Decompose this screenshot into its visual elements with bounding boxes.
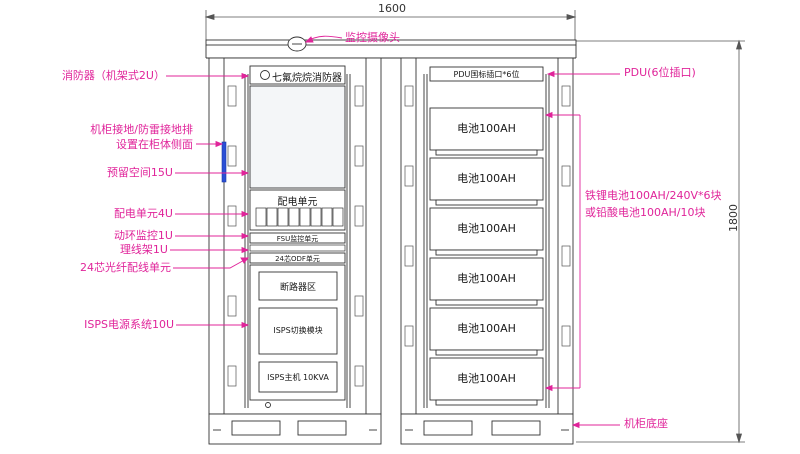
grounding-bar — [221, 141, 227, 183]
battery-2-text: 电池100AH — [457, 172, 516, 185]
camera-icon — [287, 36, 307, 52]
pdu-strip-text: PDU国标插口*6位 — [453, 70, 520, 79]
battery-3-text: 电池100AH — [457, 222, 516, 235]
extinguisher-text: 七氟烷烷消防器 — [272, 73, 342, 84]
label-monitor: 动环监控1U — [113, 229, 173, 242]
label-battery-1: 铁锂电池100AH/240V*6块 — [585, 189, 722, 202]
ips-host-text: ISPS主机 10KVA — [267, 373, 329, 382]
battery-1-text: 电池100AH — [457, 122, 516, 135]
cabinet-base — [208, 413, 574, 445]
right-cabinet-vents — [404, 85, 571, 347]
battery-stack — [429, 107, 544, 406]
odf-unit — [249, 252, 346, 264]
reserved-space — [249, 85, 346, 189]
breaker-modules — [255, 207, 344, 227]
label-battery-2: 或铅酸电池100AH/10块 — [585, 206, 706, 219]
label-grounding-2: 设置在柜体侧面 — [116, 138, 193, 151]
cable-manager — [249, 244, 346, 252]
battery-6-text: 电池100AH — [457, 372, 516, 385]
label-base: 机柜底座 — [624, 417, 668, 430]
dimension-height — [576, 39, 745, 444]
label-power-unit: 配电单元4U — [113, 207, 173, 220]
label-fiber-odf: 24芯光纤配线单元 — [80, 261, 171, 274]
label-reserved-space: 预留空间15U — [106, 166, 173, 179]
camera-label: 监控摄像头 — [345, 31, 400, 44]
odf-text: 24芯ODF单元 — [275, 255, 320, 263]
dimension-width — [204, 10, 577, 40]
battery-5-text: 电池100AH — [457, 322, 516, 335]
ips-module-text: ISPS切换模块 — [273, 326, 323, 335]
fsu-text: FSU监控单元 — [276, 235, 319, 243]
width-dimension: 1600 — [378, 2, 406, 15]
left-cabinet-vents — [227, 85, 364, 387]
battery-4-text: 电池100AH — [457, 272, 516, 285]
leader-lines — [166, 35, 620, 429]
pdu-strip — [429, 66, 544, 82]
label-extinguisher: 消防器（机架式2U） — [61, 69, 165, 82]
height-dimension: 1800 — [727, 204, 740, 232]
power-unit-text: 配电单元 — [277, 197, 318, 208]
label-grounding-1: 机柜接地/防雷接地排 — [90, 123, 193, 136]
label-cable-manager: 理线架1U — [119, 243, 168, 256]
label-isps: ISPS电源系统10U — [84, 318, 174, 331]
extinguisher-unit — [249, 65, 346, 85]
label-pdu: PDU(6位插口) — [624, 66, 696, 79]
breaker-text: 断路器区 — [279, 283, 316, 293]
isps-system — [249, 264, 346, 408]
fsu-monitor-unit — [249, 232, 346, 244]
